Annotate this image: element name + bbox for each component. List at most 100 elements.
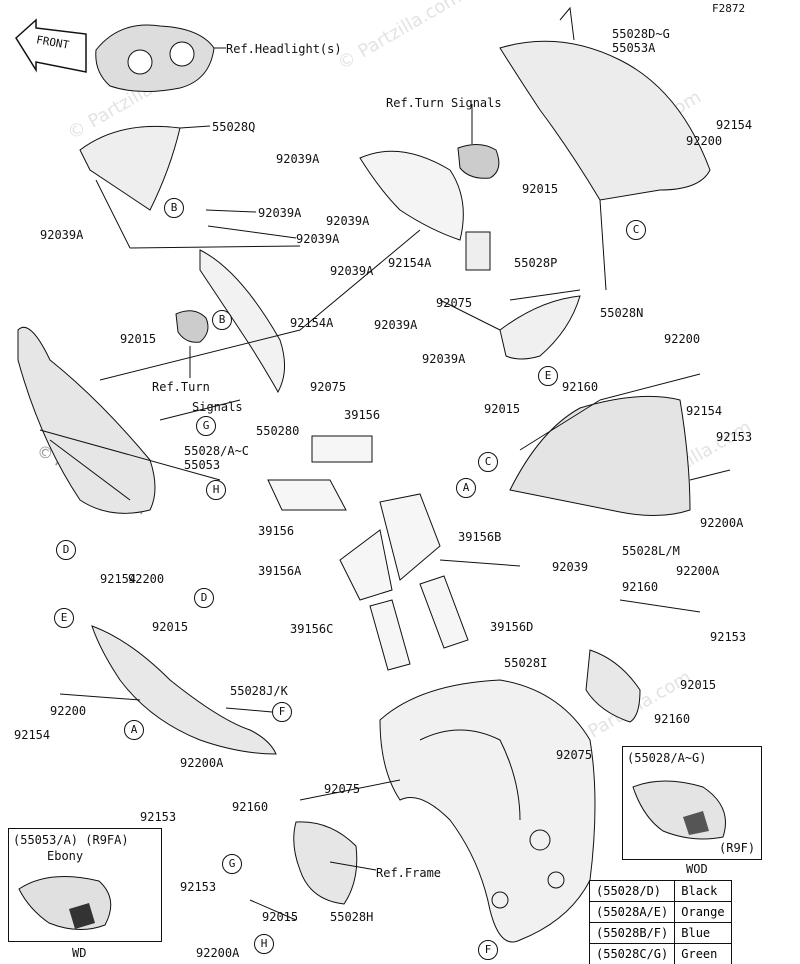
callout-letter: F	[272, 702, 292, 722]
callout-letter: E	[538, 366, 558, 386]
part-label: 92154	[686, 404, 723, 418]
part-label: 550280	[256, 424, 300, 438]
part-label: 55028/A~C	[184, 444, 250, 458]
part-label: 92039A	[326, 214, 370, 228]
part-label: Ref.Frame	[376, 866, 442, 880]
part-label: 92075	[324, 782, 361, 796]
part-label: 92153	[716, 430, 753, 444]
decal-39156A	[339, 529, 393, 601]
part-label: 92154	[100, 572, 137, 586]
part-label: 92153	[140, 810, 177, 824]
left-side-cowl-shape	[17, 326, 156, 514]
part-label: 92200A	[180, 756, 224, 770]
callout-letter: B	[212, 310, 232, 330]
decal-39156	[311, 435, 373, 463]
part-label: 92154A	[388, 256, 432, 270]
color-part: (55028C/G)	[588, 943, 676, 964]
callout-letter: H	[254, 934, 274, 954]
callout-letter: G	[222, 854, 242, 874]
part-label: 55028N	[600, 306, 644, 320]
color-name: Green	[674, 943, 732, 964]
part-label: 92039A	[422, 352, 466, 366]
color-part: (55028B/F)	[588, 922, 676, 944]
color-row: (55028B/F)Blue	[588, 922, 732, 944]
lower-left-cowl-shape	[91, 625, 277, 755]
callout-letter: B	[164, 198, 184, 218]
part-label: 92039A	[40, 228, 84, 242]
callout-letter: C	[478, 452, 498, 472]
color-name: Black	[674, 880, 732, 902]
color-name: Orange	[674, 901, 732, 923]
part-label: 92039A	[296, 232, 340, 246]
part-label: 55028P	[514, 256, 558, 270]
inset-wod-model: (R9F)	[719, 841, 756, 855]
inset-wd-subtitle: Ebony	[47, 849, 84, 863]
part-label: 39156	[258, 524, 295, 538]
part-label: Ref.Turn	[152, 380, 210, 394]
part-label: 92200	[664, 332, 701, 346]
part-label: Ref.Headlight(s)	[226, 42, 342, 56]
inset-wod-drawing	[632, 780, 726, 840]
part-label: 92154A	[290, 316, 334, 330]
callout-letter: D	[194, 588, 214, 608]
callout-letter: D	[56, 540, 76, 560]
inset-wd-drawing	[18, 876, 112, 930]
part-label: 92015	[120, 332, 157, 346]
color-row: (55028/D)Black	[588, 880, 732, 902]
part-label: 92154	[14, 728, 51, 742]
inset-wod: (55028/A~G) (R9F)	[622, 746, 762, 860]
callout-letter: E	[54, 608, 74, 628]
color-row: (55028C/G)Green	[588, 943, 732, 964]
part-label: 39156A	[258, 564, 302, 578]
part-label: Signals	[192, 400, 243, 414]
part-label: 92039	[552, 560, 589, 574]
frame-shape	[379, 679, 596, 943]
inset-wd-title: (55053/A) (R9FA)	[13, 833, 129, 847]
part-label: 92200A	[196, 946, 240, 960]
part-label: 92039A	[374, 318, 418, 332]
part-label: 92039A	[258, 206, 302, 220]
decal-39156B	[379, 493, 441, 581]
lower-center-cowl-shape	[293, 821, 358, 905]
part-label: 92015	[262, 910, 299, 924]
part-label: 92015	[680, 678, 717, 692]
part-label: 92200	[50, 704, 87, 718]
callout-letter: H	[206, 480, 226, 500]
part-label: 92160	[232, 800, 269, 814]
part-label: 92075	[436, 296, 473, 310]
part-label: 92160	[622, 580, 659, 594]
part-label: 92153	[180, 880, 217, 894]
callout-letter: F	[478, 940, 498, 960]
decal-39156-lower	[267, 479, 347, 511]
middle-cowl-shape	[199, 249, 285, 394]
color-name: Blue	[674, 922, 732, 944]
part-label: 55028J/K	[230, 684, 288, 698]
part-label: 92075	[556, 748, 593, 762]
part-label: 92200	[128, 572, 165, 586]
part-label: 55053	[184, 458, 221, 472]
part-label: 39156	[344, 408, 381, 422]
part-label: 92160	[654, 712, 691, 726]
part-label: 92200A	[700, 516, 744, 530]
part-label: 92200A	[676, 564, 720, 578]
part-label: 92075	[310, 380, 347, 394]
right-upper-cowl-shape	[499, 40, 711, 201]
right-side-cowl-shape	[509, 395, 691, 517]
callout-letter: A	[456, 478, 476, 498]
inset-wod-title: (55028/A~G)	[627, 751, 707, 765]
part-label: 92200	[686, 134, 723, 148]
lower-right-cowl-shape	[585, 649, 641, 723]
part-label: 92154	[716, 118, 753, 132]
part-label: 92015	[522, 182, 559, 196]
figure-code: F2872	[712, 2, 746, 15]
callout-letter: A	[124, 720, 144, 740]
decal-39156C	[369, 599, 411, 671]
part-label: 92015	[484, 402, 521, 416]
part-label: 92153	[710, 630, 747, 644]
part-label: 55028L/M	[622, 544, 680, 558]
part-label: 55053A	[612, 41, 656, 55]
part-label: 55028I	[504, 656, 548, 670]
color-row: (55028A/E)Orange	[588, 901, 732, 923]
